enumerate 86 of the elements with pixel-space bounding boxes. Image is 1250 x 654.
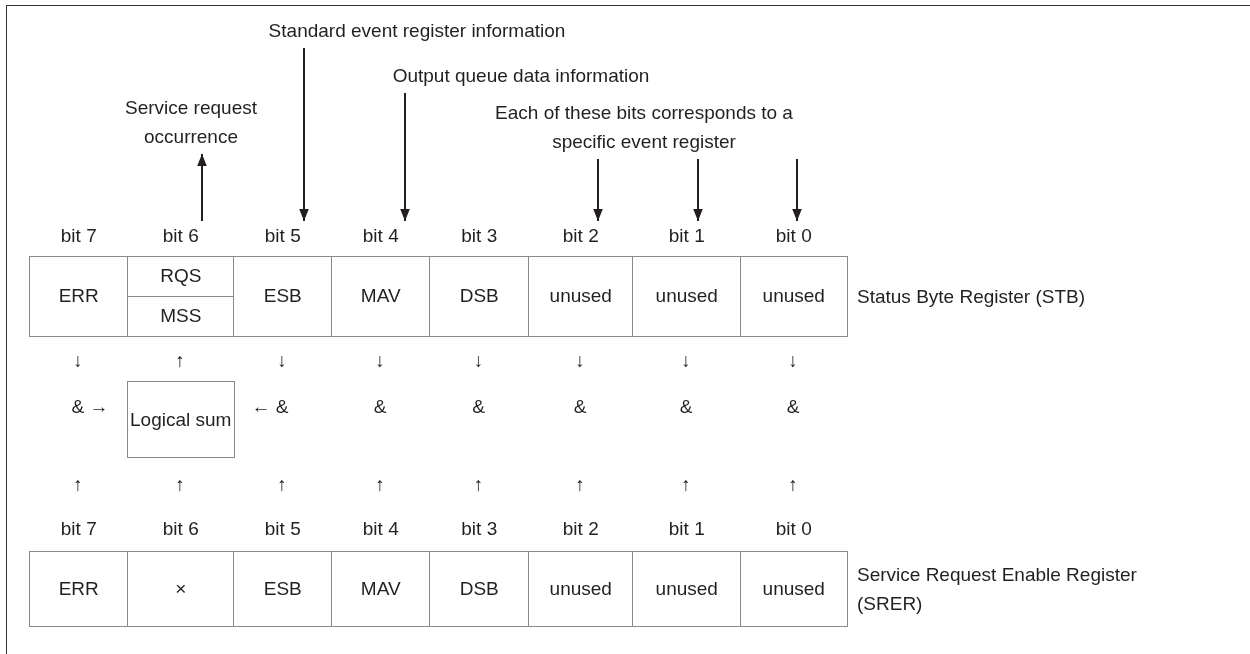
bit-label: bit 3 [429, 221, 530, 250]
cell-text: MAV [360, 578, 401, 600]
arrow [299, 47, 309, 222]
arrow [693, 158, 703, 222]
arrow-symbol: ↑ [574, 473, 586, 497]
arrow-symbol: ↓ [787, 349, 799, 373]
register-cell [528, 256, 634, 337]
bit-label: bit 4 [361, 517, 400, 541]
bit-label: bit 1 [667, 517, 706, 541]
arrow-symbol: ↑ [472, 473, 485, 497]
arrow [792, 158, 802, 222]
cell-text: MAV [360, 285, 401, 308]
and-operator: & [678, 395, 694, 419]
cell-text: MSS [160, 305, 202, 328]
register-cell [331, 256, 431, 337]
and-operator: ← & [250, 395, 290, 419]
bit-label: bit 6 [161, 517, 200, 541]
logical-sum-box [127, 381, 235, 458]
cell-text: DSB [459, 578, 499, 600]
arrow-symbol: ↓ [472, 349, 485, 373]
register-cell [429, 551, 530, 627]
bit-label: bit 7 [59, 517, 98, 541]
annotation-text: Each of these bits corresponds to a specific event register [474, 98, 814, 156]
annotation-text: Service request occurrence [100, 93, 282, 151]
bit-label: bit 5 [263, 517, 302, 541]
register-name: Service Request Enable Register (SRER) [857, 563, 1138, 616]
cell-text: unused [762, 578, 825, 600]
bit-label: bit 5 [233, 221, 333, 250]
register-cell [233, 256, 333, 337]
cell-text: unused [655, 578, 718, 600]
bit-label: bit 2 [561, 517, 600, 541]
cell-text: unused [549, 578, 612, 600]
register-cell [127, 256, 235, 337]
register-cell [429, 256, 530, 337]
arrow-symbol: ↓ [72, 349, 84, 373]
bit-label: bit 4 [331, 221, 431, 250]
cell-text: ERR [58, 578, 99, 600]
cell-text: RQS [160, 265, 202, 288]
bit-label: bit 1 [632, 221, 742, 250]
arrow-symbol: ↓ [574, 349, 586, 373]
bit-label: bit 2 [528, 221, 634, 250]
register-name: Status Byte Register (STB) [857, 285, 1087, 309]
arrow-symbol: ↑ [276, 473, 288, 497]
bit-label: bit 6 [127, 221, 235, 250]
arrow-symbol: ↑ [374, 473, 386, 497]
register-cell [740, 256, 848, 337]
cell-text: ERR [58, 285, 99, 308]
bit-label: bit 7 [29, 221, 129, 250]
cell-text: ESB [263, 285, 302, 308]
register-cell [632, 551, 742, 627]
and-operator: & [471, 395, 486, 419]
and-operator: & [572, 395, 588, 419]
cell-text: ESB [263, 578, 302, 600]
and-operator: & → [70, 395, 110, 419]
arrow [593, 158, 603, 222]
bit-label: bit 3 [460, 517, 499, 541]
arrow-symbol: ↑ [174, 473, 186, 497]
arrow-symbol: ↓ [680, 349, 692, 373]
bit-label: bit 0 [740, 221, 848, 250]
register-cell [331, 551, 431, 627]
arrow [400, 92, 410, 222]
register-cell [127, 551, 235, 627]
arrow-symbol: ↑ [787, 473, 799, 497]
cell-text: unused [549, 285, 612, 308]
arrow-symbol: ↑ [680, 473, 692, 497]
register-cell [740, 551, 848, 627]
arrow-symbol: ↓ [374, 349, 386, 373]
register-cell [29, 256, 129, 337]
arrow-symbol: ↑ [174, 349, 186, 373]
annotation-text: Output queue data information [355, 61, 687, 90]
annotation-text: Standard event register information [225, 16, 609, 45]
bit-label: bit 0 [774, 517, 813, 541]
register-cell [632, 256, 742, 337]
and-operator: & [785, 395, 801, 419]
arrow [197, 153, 207, 222]
register-cell [29, 551, 129, 627]
register-cell [233, 551, 333, 627]
and-operator: & [372, 395, 388, 419]
cell-text: unused [655, 285, 718, 308]
cell-text: unused [762, 285, 825, 308]
arrow-symbol: ↑ [72, 473, 84, 497]
arrow-symbol: ↓ [276, 349, 288, 373]
cell-text: Logical sum [130, 408, 232, 431]
cell-text: DSB [459, 285, 499, 308]
cell-text: × [175, 578, 187, 600]
register-cell [528, 551, 634, 627]
